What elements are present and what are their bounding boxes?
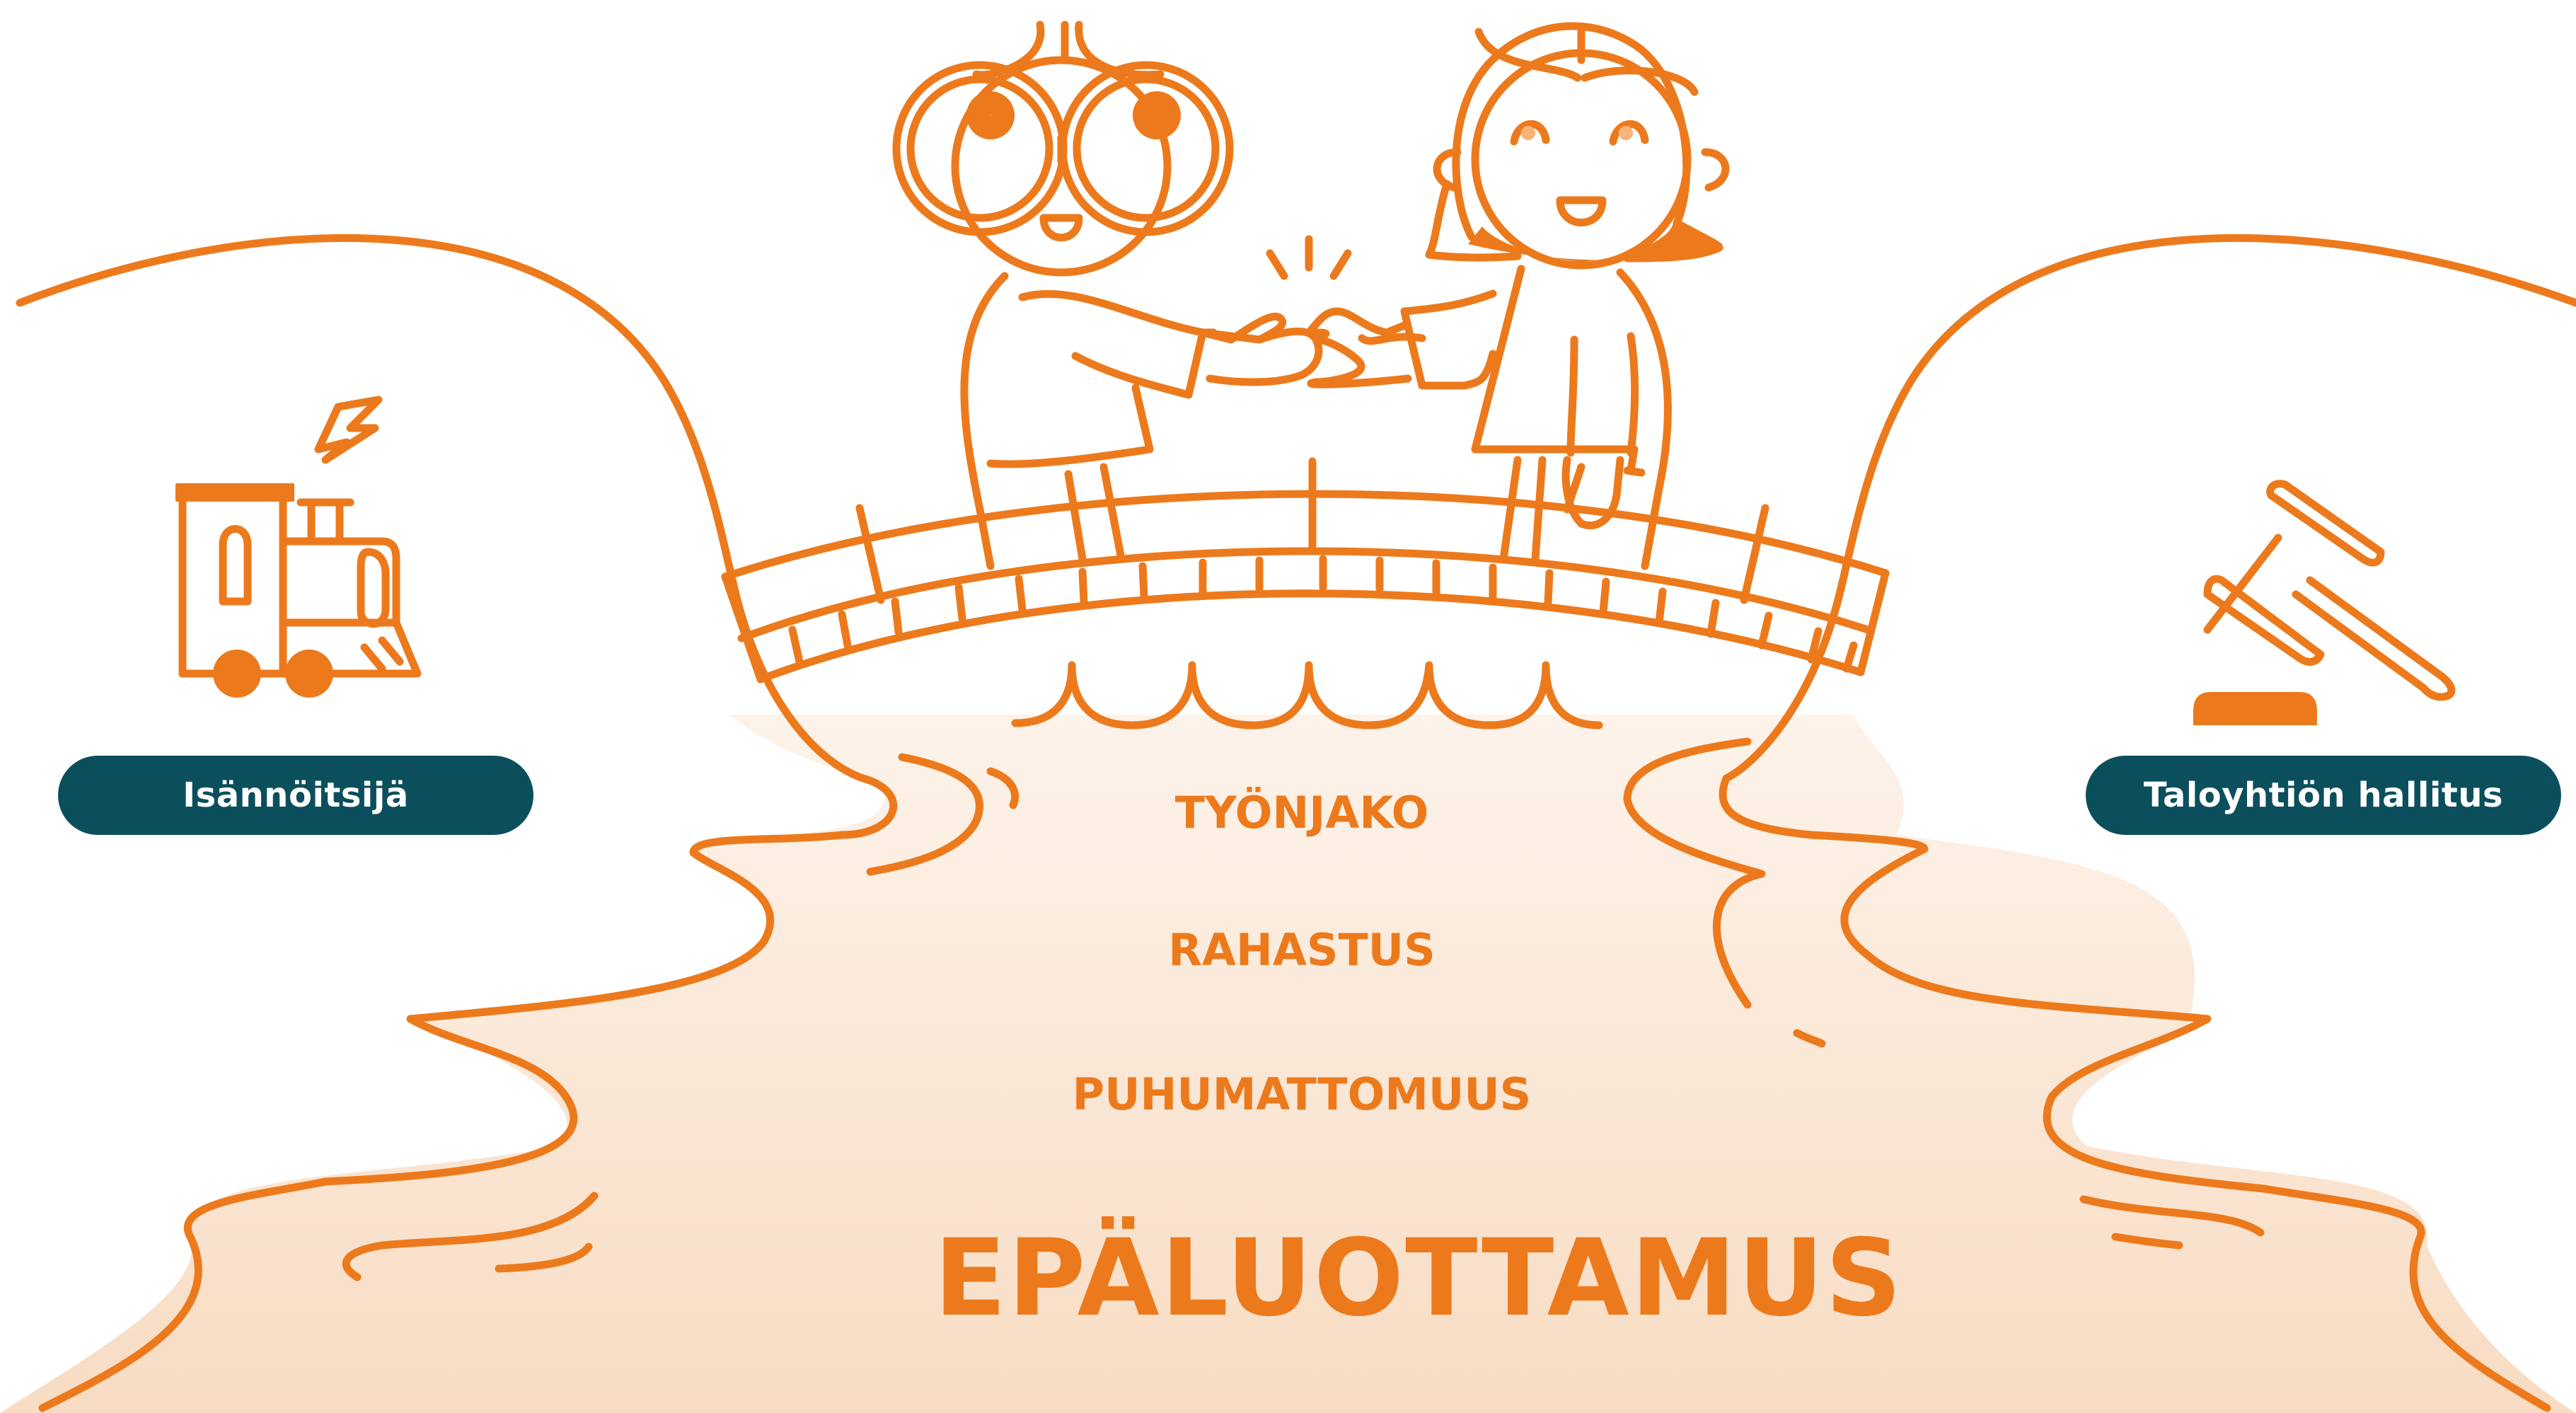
river-word-rahastus: RAHASTUS bbox=[934, 924, 1670, 976]
sparkle bbox=[1270, 239, 1348, 276]
girl-leg-bent bbox=[1571, 336, 1635, 453]
river-word-puhumattomuus: PUHUMATTOMUUS bbox=[934, 1068, 1670, 1120]
boy-mouth bbox=[1044, 218, 1079, 238]
girl-dress bbox=[1475, 269, 1634, 471]
isannoitsija-badge: Isännöitsijä bbox=[58, 756, 533, 835]
handshake bbox=[1309, 311, 1408, 384]
bridge-planks bbox=[750, 559, 1854, 676]
girl-arm-inner bbox=[1362, 337, 1422, 341]
gavel-icon bbox=[2207, 484, 2451, 697]
handshake bbox=[1203, 316, 1319, 382]
boy-arm bbox=[1022, 294, 1213, 333]
boy-leg bbox=[1068, 467, 1121, 559]
filled-details bbox=[175, 91, 2317, 725]
girl-leg bbox=[1503, 460, 1542, 559]
river-word-tyonjako: TYÖNJAKO bbox=[934, 787, 1670, 838]
headline: EPÄLUOTTAMUS bbox=[934, 1217, 1670, 1340]
boy-shorts bbox=[990, 388, 1150, 464]
girl-foot-line bbox=[1567, 467, 1641, 509]
boy-glasses-left bbox=[896, 65, 1063, 232]
girl-head bbox=[1475, 53, 1687, 265]
train-icon bbox=[183, 400, 417, 674]
boy-pupil-left bbox=[990, 115, 991, 116]
boy-glasses-right bbox=[1063, 65, 1230, 232]
bridge-post bbox=[860, 461, 1765, 600]
hallitus-badge: Taloyhtiön hallitus bbox=[2086, 756, 2561, 835]
girl-mouth bbox=[1560, 200, 1602, 223]
bridge-rail bbox=[725, 494, 1885, 577]
